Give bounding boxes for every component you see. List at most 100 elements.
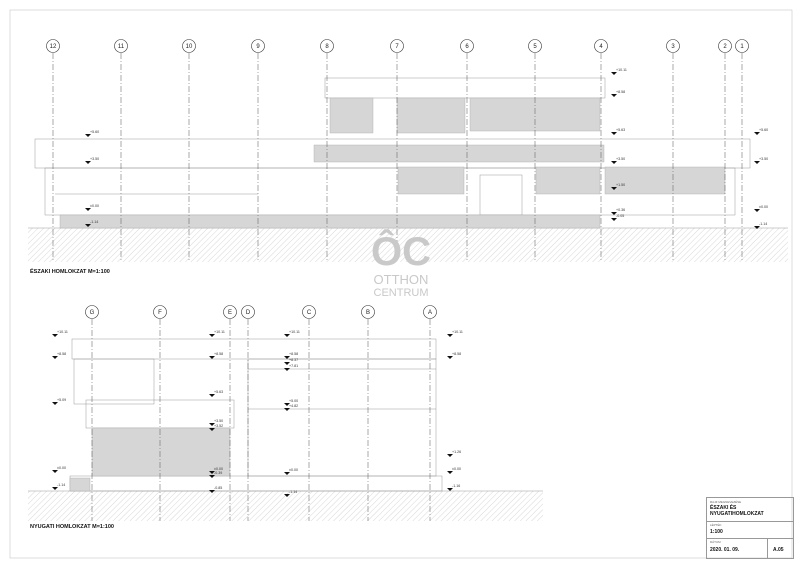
level-label: ±0.00 [289,468,298,472]
level-label: +10.11 [57,330,68,334]
level-marker-icon [284,472,290,475]
grid-axis-bubble [114,39,128,53]
level-label: +1.50 [616,183,625,187]
level-label: +3.50 [214,419,223,423]
level-label: +3.50 [759,157,768,161]
watermark-line2: CENTRUM [373,287,429,299]
level-label: +5.09 [57,398,66,402]
level-label: +8.58 [289,352,298,356]
level-marker-icon [85,134,91,137]
level-marker-icon [284,356,290,359]
level-marker-icon [447,488,453,491]
level-marker-icon [284,334,290,337]
grid-axis-bubble [361,305,375,319]
grid-axis-label: 5 [533,44,537,50]
level-label: +4.82 [289,404,298,408]
sheet-number: A.05 [773,547,784,553]
title-block: RAJZ MEGNEVEZÉSE ÉSZAKI ÉS NYUGATIHOMLOK… [706,497,794,559]
grid-axis-bubble [460,39,474,53]
grid-axis-bubble [718,39,732,53]
watermark-logo: ÔC OTTHON CENTRUM [366,232,436,299]
west-glazing [69,427,231,492]
level-marker-icon [209,394,215,397]
level-marker-icon [52,487,58,490]
level-label: +5.63 [214,390,223,394]
grid-axis-bubble [85,305,99,319]
level-marker-icon [209,471,215,474]
level-label: +10.11 [214,330,225,334]
grid-axis-label: 4 [599,44,603,50]
level-label: ±0.00 [452,467,461,471]
grid-axis-bubble [423,305,437,319]
level-label: ±0.00 [57,466,66,470]
scale-label: LÉPTÉK [710,523,722,527]
level-marker-icon [85,208,91,211]
level-marker-icon [209,490,215,493]
level-label: +8.58 [214,352,223,356]
level-marker-icon [52,470,58,473]
grid-axis-bubble [153,305,167,319]
level-marker-icon [611,212,617,215]
level-label: +1.26 [452,450,461,454]
grid-axis-label: F [158,310,162,316]
grid-axis-bubble [528,39,542,53]
level-label: +5.60 [90,130,99,134]
sheet-border [9,9,793,559]
level-label: +0.36 [616,208,625,212]
watermark-line1: OTTHON [373,272,429,287]
grid-axis-label: D [246,310,251,316]
north-elevation-title: ÉSZAKI HOMLOKZAT M=1:100 [30,267,110,275]
level-label: +5.63 [616,128,625,132]
west-ground [28,491,543,521]
level-marker-icon [85,161,91,164]
level-marker-icon [284,494,290,497]
level-marker-icon [447,356,453,359]
grid-axis-label: 6 [465,44,469,50]
level-marker-icon [611,187,617,190]
west-building [69,338,443,492]
level-marker-icon [611,94,617,97]
grid-axis-label: B [366,310,370,316]
date-label: DÁTUM [710,540,721,544]
level-label: +8.37 [289,358,298,362]
grid-axis-bubble [182,39,196,53]
watermark-mark: ÔC [371,230,431,274]
level-marker-icon [754,132,760,135]
level-marker-icon [754,209,760,212]
level-label: -1.16 [452,484,460,488]
level-marker-icon [85,224,91,227]
level-label: +10.11 [452,330,463,334]
level-label: -1.14 [57,483,65,487]
level-marker-icon [611,161,617,164]
level-label: ±0.00 [90,204,99,208]
level-label: +8.58 [57,352,66,356]
grid-axis-label: 7 [395,44,399,50]
level-marker-icon [447,471,453,474]
level-marker-icon [209,334,215,337]
level-label: +10.11 [616,68,627,72]
level-marker-icon [209,423,215,426]
level-marker-icon [611,218,617,221]
level-marker-icon [52,334,58,337]
level-label: +5.00 [289,399,298,403]
level-label: -1.14 [289,490,297,494]
level-marker-icon [209,428,215,431]
level-marker-icon [284,408,290,411]
level-label: +3.52 [214,424,223,428]
level-marker-icon [447,454,453,457]
level-label: +7.81 [289,364,298,368]
level-marker-icon [284,403,290,406]
grid-axis-label: 10 [186,44,193,50]
level-label: -0.05 [616,214,624,218]
grid-axis-bubble [390,39,404,53]
level-marker-icon [611,72,617,75]
level-label: -0.85 [214,486,222,490]
level-label: +8.58 [452,352,461,356]
grid-axis-label: 9 [256,44,260,50]
level-label: +3.50 [616,157,625,161]
grid-axis-label: 11 [118,44,125,50]
grid-axis-bubble [46,39,60,53]
west-elevation-title: NYUGATI HOMLOKZAT M=1:100 [30,524,114,530]
level-label: ±0.00 [759,205,768,209]
